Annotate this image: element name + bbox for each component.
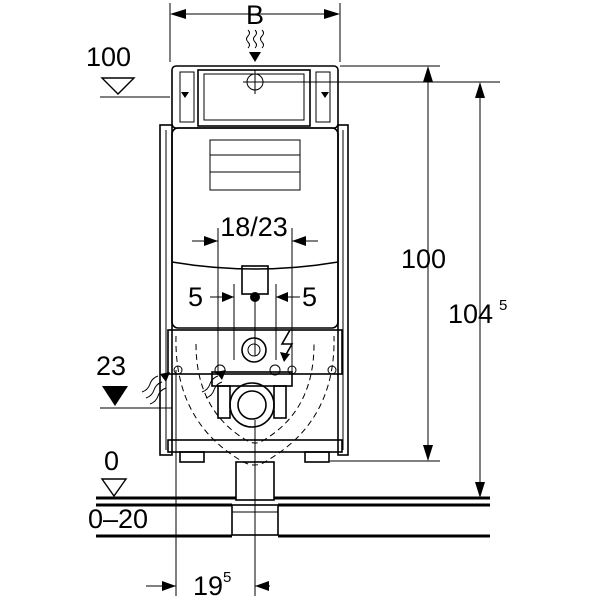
- height-total-dimension: 104 5: [448, 82, 507, 498]
- pipe-spacing-label: 18/23: [220, 212, 288, 242]
- floor-range-label: 0–20: [88, 504, 148, 534]
- offset-dimensions: 5 5: [188, 282, 317, 360]
- width-label: B: [246, 0, 264, 30]
- level-marker-icon: [100, 77, 136, 95]
- height-inner-label: 100: [401, 244, 446, 274]
- height-inner-dimension: 100: [262, 65, 500, 462]
- height-total-label: 104: [448, 299, 493, 329]
- electric-icon: [280, 329, 294, 362]
- bottom-offset-sup: 5: [223, 569, 231, 586]
- top-level-label: 100: [86, 42, 131, 72]
- top-level-marker: 100: [86, 42, 170, 98]
- bottom-offset-dimension: 19 5: [146, 370, 270, 600]
- reference-level-label: 0: [104, 446, 119, 476]
- height-total-sup: 5: [499, 297, 507, 314]
- installation-frame: [159, 65, 349, 536]
- level-marker-icon: [100, 478, 128, 498]
- water-supply-icon: [141, 370, 226, 405]
- pipe-spacing-dimension: 18/23: [192, 212, 318, 372]
- offset-left-label: 5: [188, 282, 203, 312]
- reference-level-marker: 0: [96, 446, 490, 500]
- floor-range-marker: 0–20: [88, 503, 490, 538]
- water-supply-icon: [246, 29, 264, 62]
- supply-height-label: 23: [96, 351, 126, 381]
- width-dimension: B: [169, 0, 341, 62]
- offset-right-label: 5: [302, 282, 317, 312]
- bottom-offset-label: 19: [193, 571, 223, 600]
- supply-height-marker: 23: [96, 351, 172, 409]
- level-marker-icon: [102, 386, 128, 406]
